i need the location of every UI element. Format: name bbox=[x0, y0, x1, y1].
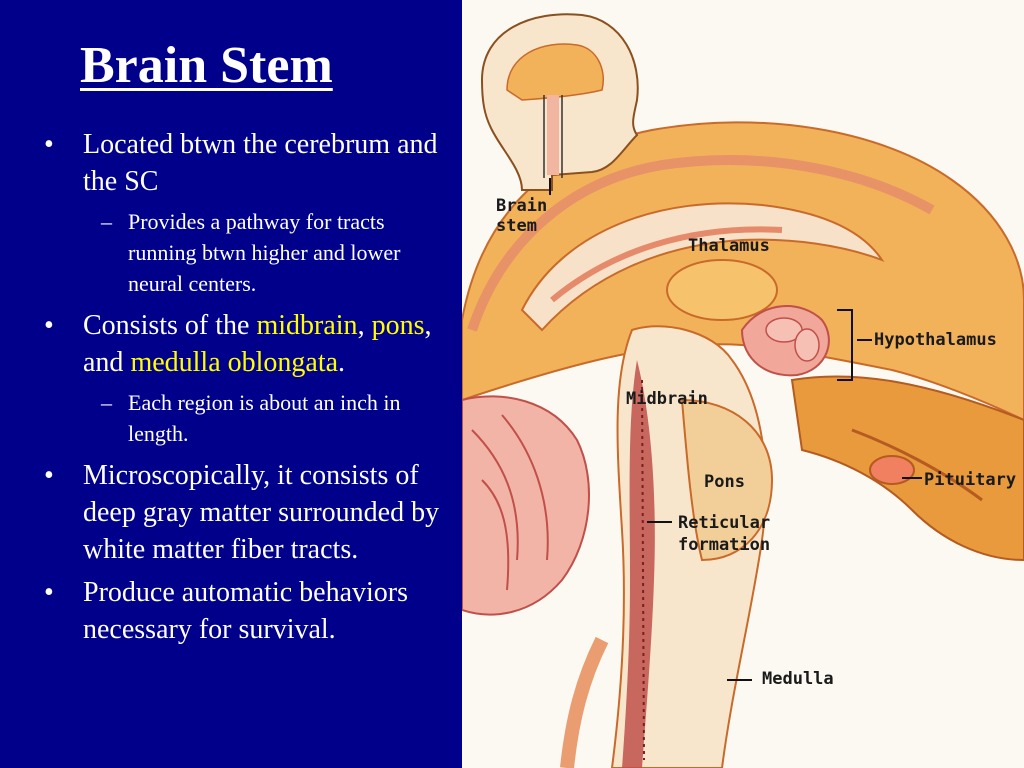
highlight-midbrain: midbrain bbox=[256, 310, 358, 341]
brain-diagram: Brain stem Thalamus Hypothalamus Midbrai… bbox=[462, 0, 1024, 768]
highlight-medulla: medulla oblongata bbox=[130, 347, 339, 378]
cerebellum-shape bbox=[462, 395, 590, 616]
sub-bullet-mark: – bbox=[101, 390, 112, 415]
corpus-callosum-shape bbox=[520, 202, 885, 332]
label-thalamus: Thalamus bbox=[688, 236, 770, 256]
label-pituitary: Pituitary bbox=[924, 470, 1017, 490]
bullet-text: Located btwn the cerebrum and the SC bbox=[83, 129, 438, 197]
bullet-text-mid: , and bbox=[83, 310, 432, 378]
label-brain-stem-line2: stem bbox=[496, 216, 537, 236]
thalamus-shape bbox=[666, 259, 778, 321]
bullet-text-post: . bbox=[338, 347, 346, 378]
label-midbrain: Midbrain bbox=[626, 389, 708, 409]
bullet-item: • Microscopically, it consists of deep g… bbox=[40, 457, 458, 568]
label-pons: Pons bbox=[704, 472, 745, 492]
bullet-list: • Located btwn the cerebrum and the SC –… bbox=[40, 126, 458, 654]
bullet-text: Produce automatic behaviors necessary fo… bbox=[83, 577, 409, 645]
text-panel: Brain Stem • Located btwn the cerebrum a… bbox=[0, 0, 462, 768]
bullet-mark: • bbox=[44, 129, 54, 160]
bullet-mark: • bbox=[44, 310, 54, 341]
reticular-formation-shape bbox=[622, 360, 655, 768]
sub-bullet-item: – Provides a pathway for tracts running … bbox=[40, 206, 458, 299]
sub-bullet-mark: – bbox=[101, 209, 112, 234]
label-reticular-line1: Reticular bbox=[678, 513, 771, 533]
pons-shape bbox=[680, 398, 774, 562]
bullet-text-mid: , bbox=[357, 310, 372, 341]
sub-bullet-item: – Each region is about an inch in length… bbox=[40, 387, 458, 449]
sub-bullet-text: Each region is about an inch in length. bbox=[128, 390, 401, 446]
bullet-mark: • bbox=[44, 460, 54, 491]
bullet-item: • Consists of the midbrain, pons, and me… bbox=[40, 307, 458, 381]
label-hypothalamus: Hypothalamus bbox=[874, 330, 997, 350]
bullet-item: • Produce automatic behaviors necessary … bbox=[40, 574, 458, 648]
sub-bullet-text: Provides a pathway for tracts running bt… bbox=[128, 209, 401, 296]
label-medulla: Medulla bbox=[762, 669, 834, 689]
bullet-text-pre: Consists of the bbox=[83, 310, 257, 341]
bullet-item: • Located btwn the cerebrum and the SC bbox=[40, 126, 458, 200]
bullet-mark: • bbox=[44, 577, 54, 608]
highlight-pons: pons bbox=[371, 310, 425, 341]
head-inset-illustration bbox=[480, 13, 639, 191]
brain-illustration bbox=[462, 13, 1024, 768]
pituitary-shape bbox=[869, 455, 915, 485]
slide-title: Brain Stem bbox=[80, 37, 333, 94]
bullet-text: Microscopically, it consists of deep gra… bbox=[83, 460, 440, 565]
label-brain-stem-line1: Brain bbox=[496, 196, 548, 216]
label-reticular-line2: formation bbox=[678, 535, 771, 555]
